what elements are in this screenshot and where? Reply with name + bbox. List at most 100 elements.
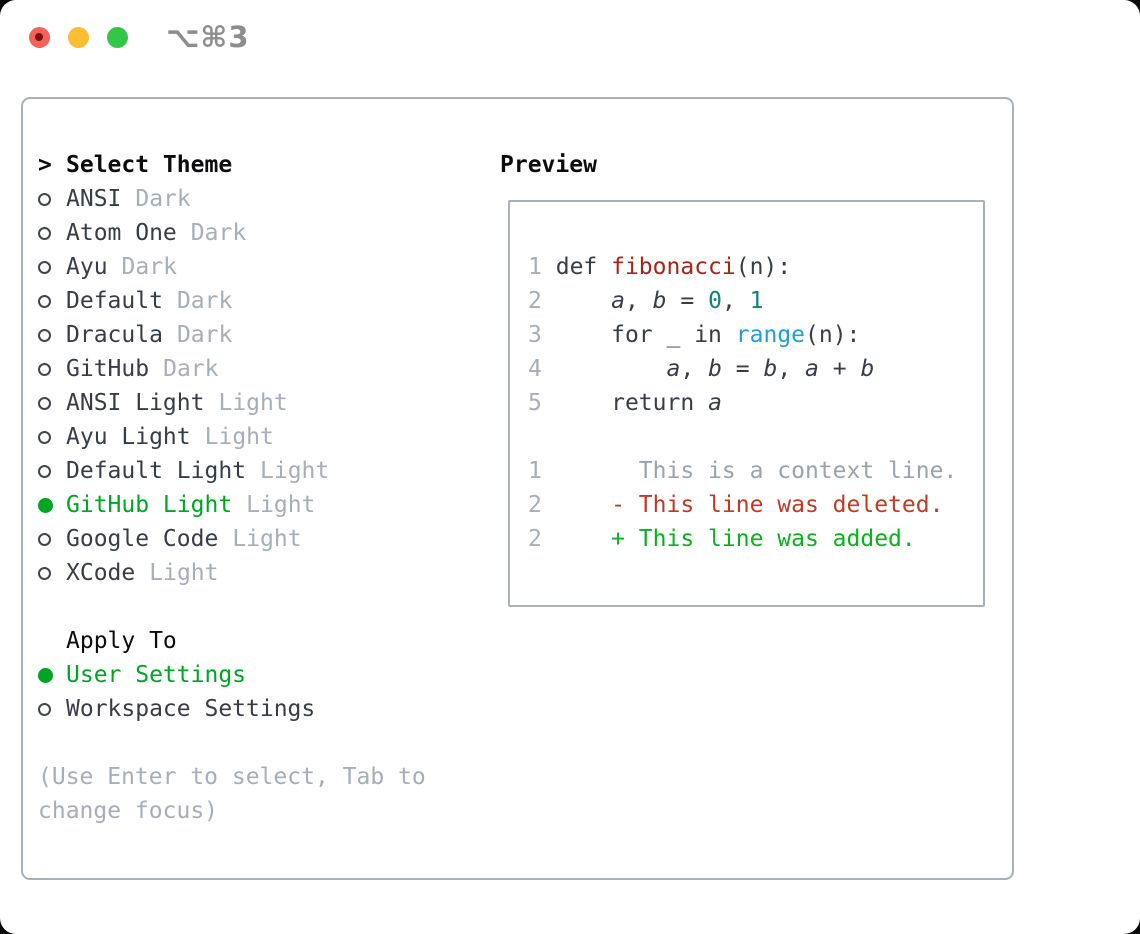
cursor-icon: > <box>38 152 52 178</box>
spacer <box>38 726 458 760</box>
radio-unselected-icon <box>38 226 51 240</box>
theme-option-ayu-light[interactable]: Ayu Light Light <box>38 420 458 454</box>
preview-box: 1 def fibonacci(n): 2 a, b = 0, 1 3 for _ … <box>508 200 985 607</box>
marker-column <box>38 667 66 683</box>
radio-unselected-icon <box>38 192 51 206</box>
code-line: 5 return a <box>528 390 722 416</box>
line-number: 3 <box>528 322 542 348</box>
theme-option-google-code[interactable]: Google Code Light <box>38 522 458 556</box>
code-line: 2 a, b = 0, 1 <box>528 288 764 314</box>
marker-column <box>38 566 66 580</box>
option-label: GitHub <box>66 356 150 382</box>
option-label: Ayu <box>66 254 108 280</box>
option-label: Select Theme <box>66 152 233 178</box>
marker-column <box>38 464 66 478</box>
theme-variant-tag: Light <box>149 560 219 586</box>
code-block: 1 def fibonacci(n): 2 a, b = 0, 1 3 for _ … <box>528 250 957 556</box>
option-label: Ayu Light <box>66 424 191 450</box>
radio-unselected-icon <box>38 294 51 308</box>
radio-unselected-icon <box>38 532 51 546</box>
theme-variant-tag: Dark <box>190 220 247 246</box>
option-label: User Settings <box>66 662 247 688</box>
option-label: ANSI <box>66 186 122 212</box>
hint-text: (Use Enter to select, Tab to change focu… <box>38 764 426 824</box>
option-label: GitHub Light <box>66 492 233 518</box>
diff-line-del: 2 - This line was deleted. <box>528 492 944 518</box>
minimize-button[interactable] <box>68 27 89 48</box>
option-label: Dracula <box>66 322 163 348</box>
apply-to-header: Apply To <box>38 624 458 658</box>
radio-unselected-icon <box>38 430 51 444</box>
radio-unselected-icon <box>38 362 51 376</box>
option-label: Apply To <box>66 628 177 654</box>
preview-heading: Preview <box>500 152 597 178</box>
radio-unselected-icon <box>38 566 51 580</box>
marker-column: > <box>38 152 66 178</box>
marker-column <box>38 260 66 274</box>
theme-variant-tag: Light <box>204 424 274 450</box>
line-number: 2 <box>528 492 542 518</box>
theme-option-default[interactable]: Default Dark <box>38 284 458 318</box>
marker-column <box>38 328 66 342</box>
spacer <box>38 590 458 624</box>
marker-column <box>38 226 66 240</box>
marker-column <box>38 294 66 308</box>
blank-line <box>528 420 957 454</box>
diff-line-add: 2 + This line was added. <box>528 526 916 552</box>
option-label: Atom One <box>66 220 177 246</box>
theme-variant-tag: Dark <box>176 288 233 314</box>
theme-variant-tag: Light <box>246 492 316 518</box>
close-button[interactable] <box>29 27 50 48</box>
theme-option-ansi[interactable]: ANSI Dark <box>38 182 458 216</box>
radio-unselected-icon <box>38 328 51 342</box>
zoom-button[interactable] <box>107 27 128 48</box>
theme-option-xcode[interactable]: XCode Light <box>38 556 458 590</box>
marker-column <box>38 702 66 716</box>
option-label: Default <box>66 288 163 314</box>
option-label: Google Code <box>66 526 219 552</box>
code-line: 3 for _ in range(n): <box>528 322 861 348</box>
theme-option-atom-one[interactable]: Atom One Dark <box>38 216 458 250</box>
theme-option-ayu[interactable]: Ayu Dark <box>38 250 458 284</box>
line-number: 4 <box>528 356 542 382</box>
marker-column <box>38 532 66 546</box>
theme-variant-tag: Dark <box>163 356 219 382</box>
radio-selected-icon <box>38 667 53 683</box>
option-label: Default Light <box>66 458 247 484</box>
theme-option-dracula[interactable]: Dracula Dark <box>38 318 458 352</box>
option-label: ANSI Light <box>66 390 205 416</box>
theme-variant-tag: Dark <box>135 186 191 212</box>
line-number: 1 <box>528 458 542 484</box>
marker-column <box>38 396 66 410</box>
theme-variant-tag: Dark <box>121 254 177 280</box>
radio-selected-icon <box>38 497 53 513</box>
code-line: 1 def fibonacci(n): <box>528 254 792 280</box>
theme-option-ansi-light[interactable]: ANSI Light Light <box>38 386 458 420</box>
option-label: XCode <box>66 560 136 586</box>
diff-line-ctx: 1 This is a context line. <box>528 458 958 484</box>
theme-variant-tag: Light <box>232 526 302 552</box>
marker-column <box>38 192 66 206</box>
theme-variant-tag: Light <box>260 458 330 484</box>
theme-variant-tag: Dark <box>176 322 233 348</box>
theme-option-default-light[interactable]: Default Light Light <box>38 454 458 488</box>
theme-variant-tag: Light <box>218 390 288 416</box>
line-number: 2 <box>528 288 542 314</box>
marker-column <box>38 497 66 513</box>
theme-option-github[interactable]: GitHub Dark <box>38 352 458 386</box>
apply-option-workspace-settings[interactable]: Workspace Settings <box>38 692 458 726</box>
marker-column <box>38 430 66 444</box>
apply-option-user-settings[interactable]: User Settings <box>38 658 458 692</box>
line-number: 5 <box>528 390 542 416</box>
window-title: ⌥⌘3 <box>166 20 250 54</box>
theme-option-github-light[interactable]: GitHub Light Light <box>38 488 458 522</box>
radio-unselected-icon <box>38 396 51 410</box>
radio-unselected-icon <box>38 702 51 716</box>
radio-unselected-icon <box>38 464 51 478</box>
radio-unselected-icon <box>38 260 51 274</box>
code-line: 4 a, b = b, a + b <box>528 356 875 382</box>
option-label: Workspace Settings <box>66 696 316 722</box>
